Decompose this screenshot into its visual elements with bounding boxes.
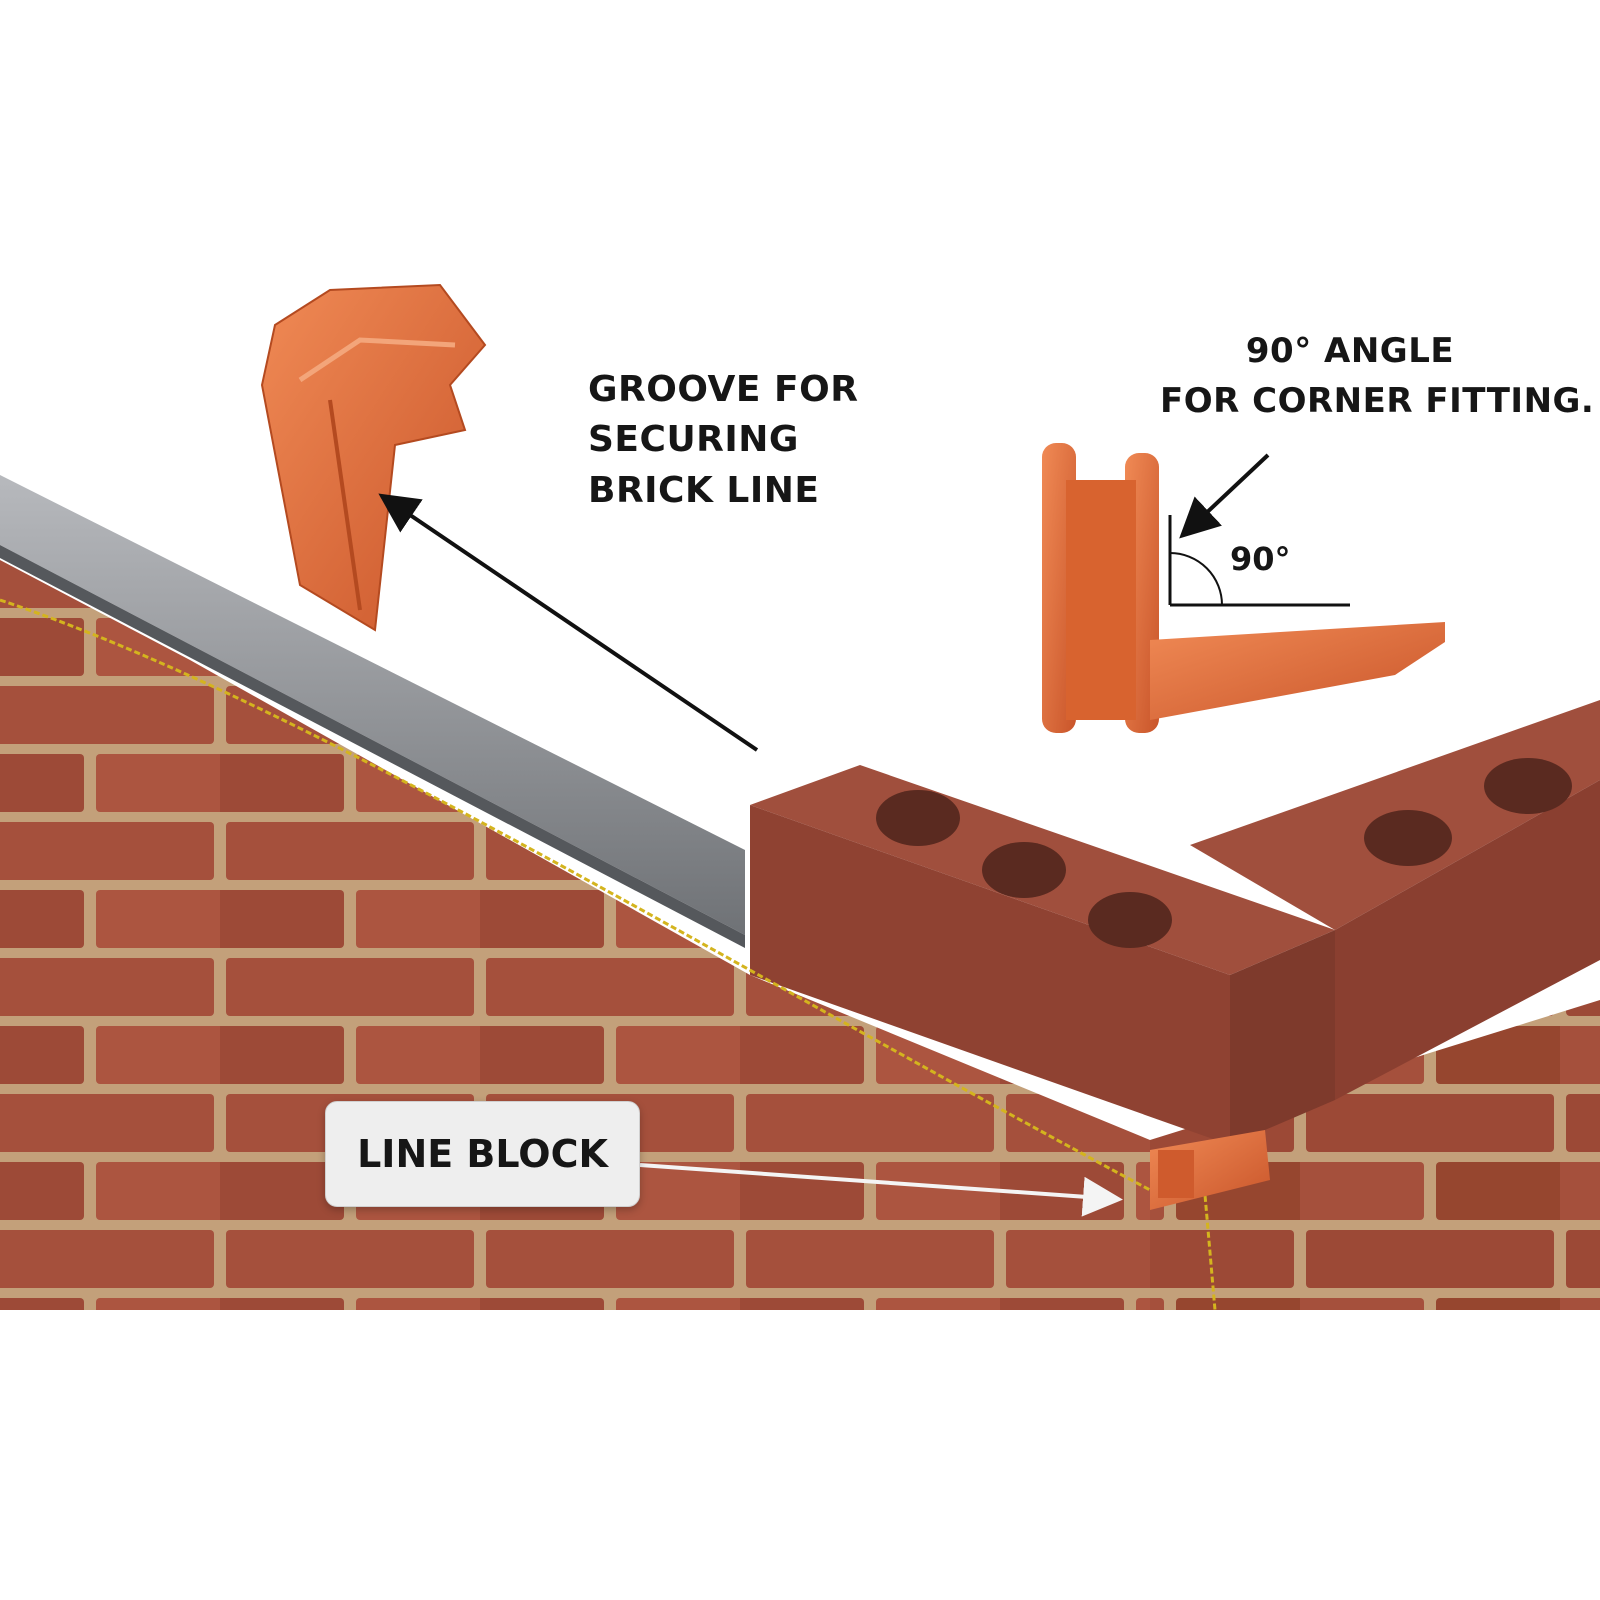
groove-callout-line-1: GROOVE FOR xyxy=(588,369,859,410)
steel-straight-edge xyxy=(0,475,745,935)
line-block-label-text: LINE BLOCK xyxy=(357,1132,608,1176)
line-block-arrow xyxy=(639,1163,1123,1217)
top-brick-left xyxy=(750,765,1335,1145)
top-brick-right xyxy=(1190,700,1600,1100)
line-block-angle-view xyxy=(1042,443,1445,733)
brick-line-string xyxy=(0,598,1217,1311)
angle-callout-line-2: FOR CORNER FITTING. xyxy=(1160,381,1595,421)
angle-indicator xyxy=(1168,515,1350,607)
angle-marker-label: 90° xyxy=(1230,540,1291,578)
brick-wall-left xyxy=(0,560,1150,1310)
line-block-on-wall xyxy=(1150,1130,1270,1210)
groove-callout-line-3: BRICK LINE xyxy=(588,470,820,511)
line-block-label: LINE BLOCK xyxy=(325,1101,640,1207)
groove-callout-line-2: SECURING xyxy=(588,419,799,460)
angle-callout-line-1: 90° ANGLE xyxy=(1245,331,1455,371)
groove-arrow xyxy=(378,493,759,752)
angle-arrow xyxy=(1179,453,1270,539)
line-block-groove-view xyxy=(260,283,487,632)
brick-wall-right xyxy=(1150,1000,1600,1310)
